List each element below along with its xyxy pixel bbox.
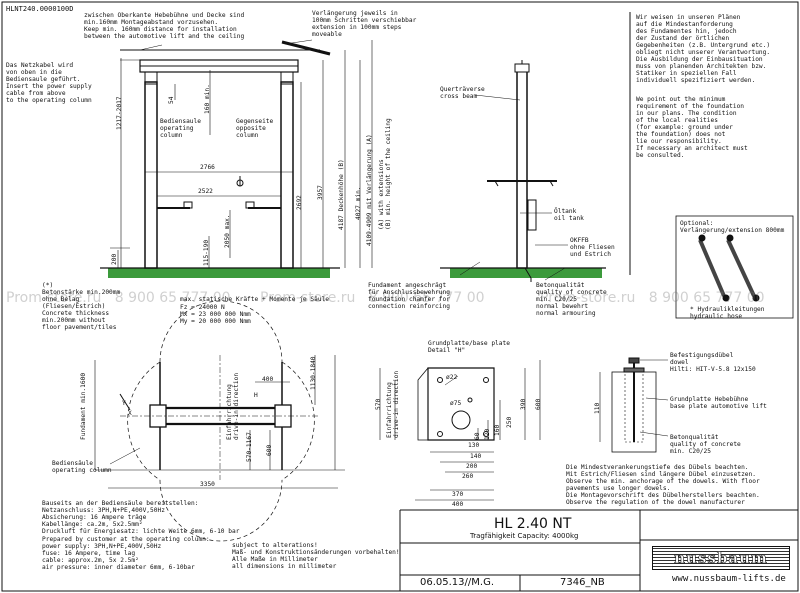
- axis-y: Y: [122, 400, 126, 407]
- watermark: Prom-store.ru 8 900 65 777 00: [6, 290, 231, 306]
- dim-115-190: 115-190: [203, 239, 210, 266]
- foundation-min-label: Fundament min.1600: [80, 372, 87, 440]
- dim-4027: 4027 min.: [355, 186, 362, 220]
- top-note-en: Keep min. 160mm distance for installatio…: [84, 26, 245, 40]
- model-name: HL 2.40 NT: [494, 516, 572, 532]
- forces-values: Fz = 24000 N Mx = 23 000 000 Nmm My = 20…: [180, 304, 251, 325]
- dim-54: 54: [168, 96, 175, 104]
- top-note-de: zwischen Oberkante Hebebühne und Decke s…: [84, 12, 245, 26]
- front-view: [100, 39, 373, 278]
- hole-75: ø75: [450, 400, 462, 407]
- dim-200: 200: [111, 253, 118, 265]
- dim-400-plan: 400: [262, 376, 274, 383]
- bp-dim-120: 120: [484, 428, 491, 440]
- website: www.nussbaum-lifts.de: [672, 574, 786, 584]
- concrete-note: (*) Betonstärke min.200mm ohne Belag (Fl…: [42, 282, 121, 331]
- dim-2050: 2050 max.: [224, 214, 231, 248]
- forces-title: max. statische Kräfte + Momente je Säule: [180, 296, 330, 303]
- plan-drive-label: Einfahrrichtung drive-in direction: [226, 372, 240, 440]
- changes-note: subject to alterations! Maß- und Konstru…: [232, 542, 400, 570]
- dim-4187: 4187 Deckenhöhe (B): [338, 159, 345, 230]
- dowel-concrete: Betonqualität quality of concrete min. C…: [670, 434, 741, 455]
- side-view: [440, 60, 606, 282]
- okffb-label: OKFFB ohne Fliesen und Estrich: [570, 237, 615, 258]
- bp-dim-370: 370: [452, 491, 464, 498]
- bp-dim-200: 200: [466, 463, 478, 470]
- drawing-id: HLNT240.0000100D: [6, 5, 74, 13]
- optional-extension: [675, 215, 794, 319]
- bp-dim-600: 600: [535, 398, 542, 410]
- concrete-quality-label: Betonqualität quality of concrete min. C…: [536, 282, 607, 317]
- bp-dim-400: 400: [452, 501, 464, 508]
- plan-view: [94, 300, 345, 542]
- base-plate-title: Grundplatte/base plate Detail "H": [428, 340, 510, 354]
- bp-dim-390: 390: [520, 398, 527, 410]
- height-note: (A) with extensions (B) min. height of t…: [378, 118, 392, 230]
- dowel-detail: [599, 357, 669, 453]
- base-plate-detail: [379, 360, 541, 501]
- foundation-chamfer-label: Fundament angeschrägt für Anschlussbeweh…: [368, 282, 450, 310]
- power-note: Das Netzkabel wird von oben in die Bedie…: [6, 62, 92, 104]
- dowel-notes: Die Mindestverankerungstiefe des Dübels …: [566, 464, 760, 506]
- plan-operating-label: Bediensäule operating column: [52, 460, 112, 474]
- electric-note-en: Prepared by customer at the operating co…: [42, 536, 210, 571]
- axis-x: X: [128, 410, 132, 417]
- drawing-number: 7346_NB: [560, 577, 605, 588]
- dowel-plate-label: Grundplatte Hebebühne base plate automot…: [670, 396, 767, 410]
- dim-1130-1840: 1130-1840: [310, 356, 317, 390]
- hole-22: ø22: [446, 374, 458, 381]
- dowel-label: Befestigungsdübel dowel Hilti: HIT-V-5.8…: [670, 352, 756, 373]
- bp-dim-250: 250: [506, 416, 513, 428]
- dim-2692: 2692: [296, 195, 303, 210]
- dim-3957: 3957: [317, 185, 324, 200]
- dowel-depth: 110: [594, 402, 601, 414]
- bp-dim-260: 260: [462, 473, 474, 480]
- bp-drive-label: Einfahrrichtung drive-in direction: [386, 370, 400, 438]
- drawing-date: 06.05.13//M.G.: [420, 577, 495, 588]
- dim-600-plan: 600: [266, 444, 273, 456]
- dim-160: 160 min.: [204, 84, 211, 114]
- dim-4109-4909: 4109-4909 mit Verlängerung (A): [366, 134, 373, 246]
- bp-dim-60: 60: [474, 432, 481, 440]
- operating-column-label: Bediensaule operating column: [160, 118, 201, 139]
- right-note-en: We point out the minimum requirement of …: [636, 96, 748, 159]
- bp-dim-130: 130: [468, 442, 480, 449]
- bp-dim-570: 570: [375, 398, 382, 410]
- axis-h: H: [254, 392, 258, 399]
- hydraulic-label: * Hydraulikleitungen hydraulic hose: [690, 306, 765, 320]
- extension-note: Verlängerung jeweils in 100mm Schritten …: [312, 10, 417, 38]
- electric-note-de: Bauseits an der Bediensäule bereitstelle…: [42, 500, 240, 535]
- watermark-2: Prom-store.ru 8 900 65 777 00: [260, 290, 485, 306]
- dim-2766: 2766: [200, 164, 215, 171]
- nussbaum-logo: nussbaum: [652, 546, 790, 570]
- title-block: [399, 509, 798, 591]
- optional-label: Optional: Verlängerung/extension 800mm: [680, 220, 785, 234]
- bp-dim-140: 140: [470, 453, 482, 460]
- cross-beam-label: Querträverse cross beam: [440, 86, 485, 100]
- dim-2522: 2522: [198, 188, 213, 195]
- watermark-3: Prom-store.ru 8 900 65 777 00: [540, 290, 765, 306]
- oil-tank-label: Öltank oil tank: [554, 208, 584, 222]
- bp-dim-160: 160: [494, 424, 501, 436]
- opposite-column-label: Gegenseite opposite column: [236, 118, 274, 139]
- dim-570-1167: 570-1167: [246, 432, 253, 462]
- dim-1217-2017: 1217-2017: [116, 96, 123, 130]
- dim-3350: 3350: [200, 481, 215, 488]
- right-note-de: Wir weisen in unseren Plänen auf die Min…: [636, 14, 771, 84]
- capacity: Tragfähigkeit Capacity: 4000kg: [470, 532, 579, 540]
